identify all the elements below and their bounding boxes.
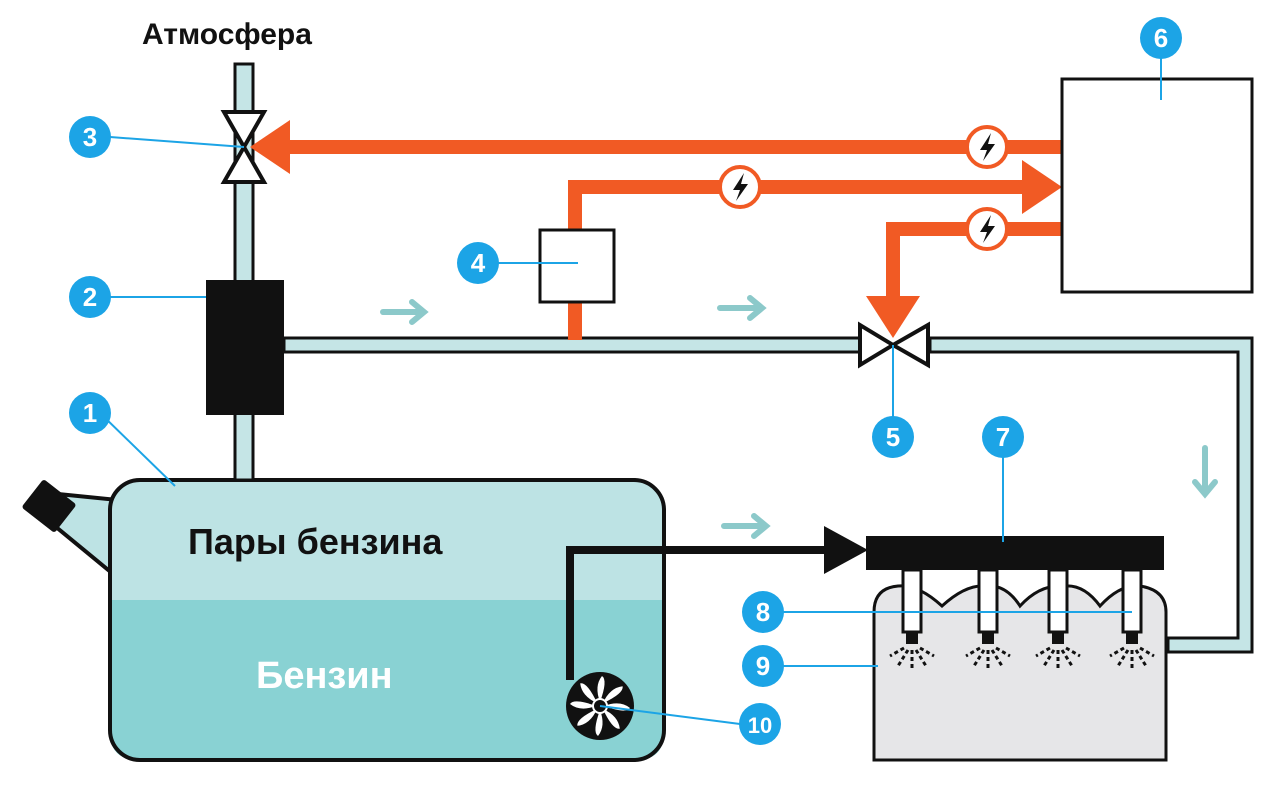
- injector: [1109, 568, 1155, 670]
- svg-text:9: 9: [756, 651, 770, 681]
- injector: [1035, 568, 1081, 670]
- electric-lines: [250, 120, 1062, 340]
- pressure-sensor: [538, 228, 616, 304]
- svg-text:8: 8: [756, 597, 770, 627]
- svg-text:10: 10: [748, 713, 772, 738]
- svg-text:4: 4: [471, 248, 486, 278]
- svg-text:5: 5: [886, 422, 900, 452]
- badge-1: 1: [69, 392, 111, 434]
- lightning-bolt-icon: [965, 125, 1009, 169]
- flow-arrow-right-icon: [717, 295, 767, 321]
- filler-neck: [22, 480, 120, 583]
- vapors-label: Пары бензина: [188, 521, 443, 562]
- injectors: [889, 568, 1155, 670]
- svg-text:3: 3: [83, 122, 97, 152]
- badge-7: 7: [982, 416, 1024, 458]
- purge-valve: [858, 321, 930, 369]
- badge-5: 5: [872, 416, 914, 458]
- fuel-rail: [866, 536, 1164, 570]
- atmosphere-label: Атмосфера: [142, 18, 312, 51]
- charcoal-canister: [206, 280, 284, 415]
- vent-valve: [220, 110, 268, 184]
- svg-text:6: 6: [1154, 23, 1168, 53]
- fuel-line: [566, 526, 868, 680]
- lightning-bolt-icon: [718, 165, 762, 209]
- flow-arrow-right-icon: [721, 513, 771, 539]
- badge-4: 4: [457, 242, 499, 284]
- lightning-bolt-icon: [965, 207, 1009, 251]
- injector: [889, 568, 935, 670]
- badge-8: 8: [742, 591, 784, 633]
- badge-2: 2: [69, 276, 111, 318]
- badge-6: 6: [1140, 17, 1182, 59]
- svg-text:7: 7: [996, 422, 1010, 452]
- badge-3: 3: [69, 116, 111, 158]
- fuel-label: Бензин: [256, 655, 393, 697]
- badge-10: 10: [739, 703, 781, 745]
- injector: [965, 568, 1011, 670]
- svg-text:1: 1: [83, 398, 97, 428]
- fuel-tank: Пары бензина Бензин: [22, 478, 666, 762]
- flow-arrows: [380, 295, 1218, 539]
- ecu-box: [1060, 77, 1254, 294]
- flow-arrow-down-icon: [1192, 445, 1218, 499]
- flow-arrow-right-icon: [380, 299, 429, 325]
- svg-text:2: 2: [83, 282, 97, 312]
- badge-9: 9: [742, 645, 784, 687]
